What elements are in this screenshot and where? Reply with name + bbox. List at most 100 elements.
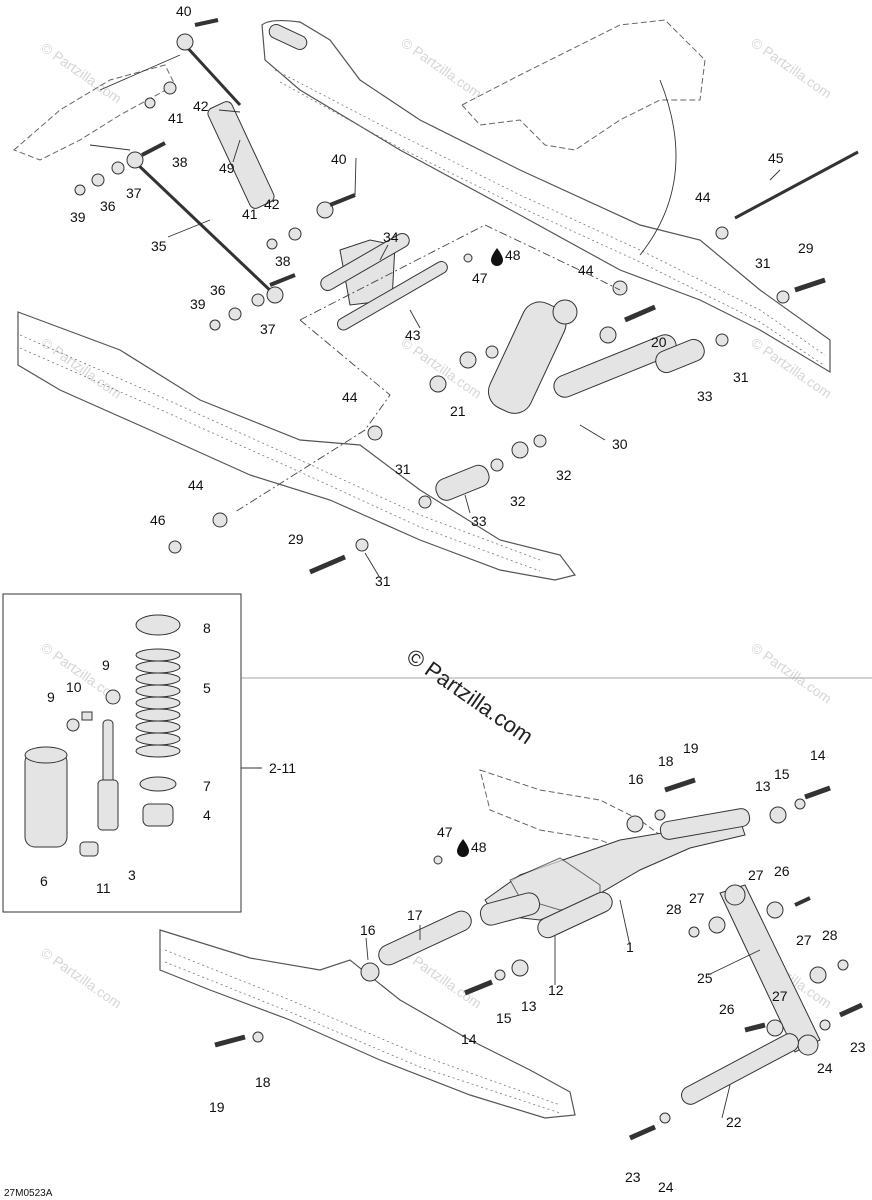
callout-46: 46 xyxy=(150,512,166,528)
callout-11: 11 xyxy=(96,880,111,896)
torque-rod-upper xyxy=(176,33,334,219)
callouts-inset: 8 9 9 10 5 2-11 7 4 6 11 3 xyxy=(40,620,296,896)
callout-37: 37 xyxy=(260,321,276,337)
callout-40: 40 xyxy=(331,151,347,167)
callout-41: 41 xyxy=(168,110,184,126)
callout-47: 47 xyxy=(437,824,453,840)
callout-29: 29 xyxy=(288,531,304,547)
callout-41: 41 xyxy=(242,206,258,222)
callout-32: 32 xyxy=(556,467,572,483)
callout-23: 23 xyxy=(850,1039,866,1055)
callout-9: 9 xyxy=(102,657,110,673)
callout-14: 14 xyxy=(810,747,826,763)
watermark: © Partzilla.com xyxy=(748,334,834,401)
callout-44: 44 xyxy=(188,477,204,493)
oil-drop-icon xyxy=(457,839,469,857)
callout-24: 24 xyxy=(817,1060,833,1076)
callout-21: 21 xyxy=(450,403,466,419)
callout-48: 48 xyxy=(505,247,521,263)
callout-17: 17 xyxy=(407,907,423,923)
callout-15: 15 xyxy=(774,766,790,782)
shaft-43 xyxy=(337,261,448,331)
watermark: © Partzilla.com xyxy=(38,39,124,106)
callout-49: 49 xyxy=(219,160,235,176)
callout-44: 44 xyxy=(695,189,711,205)
watermark-main: © Partzilla.com xyxy=(402,644,538,750)
callout-4: 4 xyxy=(203,807,211,823)
callout-30: 30 xyxy=(612,436,628,452)
callout-18: 18 xyxy=(658,753,674,769)
callout-31: 31 xyxy=(733,369,749,385)
callout-3: 3 xyxy=(128,867,136,883)
shaft-22 xyxy=(681,1033,799,1105)
callout-12: 12 xyxy=(548,982,564,998)
callout-15: 15 xyxy=(496,1010,512,1026)
front-arm-ghost-top xyxy=(461,19,706,151)
callout-33: 33 xyxy=(471,513,487,529)
right-rail-top xyxy=(261,19,831,374)
callout-43: 43 xyxy=(405,327,421,343)
callout-14: 14 xyxy=(461,1031,477,1047)
small-hardware-bottom xyxy=(214,777,864,1141)
callout-19: 19 xyxy=(683,740,699,756)
callout-36: 36 xyxy=(210,282,226,298)
callout-33: 33 xyxy=(697,388,713,404)
watermark: © Partzilla.com xyxy=(38,944,124,1011)
callout-24: 24 xyxy=(658,1179,674,1195)
small-hardware-top xyxy=(74,18,826,575)
callout-22: 22 xyxy=(726,1114,742,1130)
callout-20: 20 xyxy=(651,334,667,350)
callout-40: 40 xyxy=(176,3,192,19)
watermark: © Partzilla.com xyxy=(38,334,124,401)
callout-48: 48 xyxy=(471,839,487,855)
callout-39: 39 xyxy=(190,296,206,312)
callout-13: 13 xyxy=(755,778,771,794)
leader-arrow xyxy=(99,54,181,91)
callout-8: 8 xyxy=(203,620,211,636)
callout-19: 19 xyxy=(209,1099,225,1115)
front-swing-arm xyxy=(479,808,751,926)
callout-31: 31 xyxy=(755,255,771,271)
watermark: © Partzilla.com xyxy=(748,34,834,101)
callout-27: 27 xyxy=(748,867,764,883)
callout-27: 27 xyxy=(689,890,705,906)
watermark: © Partzilla.com xyxy=(398,34,484,101)
callout-26: 26 xyxy=(719,1001,735,1017)
watermark: © Partzilla.com xyxy=(748,639,834,706)
leader-arrow xyxy=(89,144,131,151)
shaft-30 xyxy=(553,334,677,398)
callout-10: 10 xyxy=(66,679,82,695)
callout-28: 28 xyxy=(666,901,682,917)
callout-37: 37 xyxy=(126,185,142,201)
callout-45: 45 xyxy=(768,150,784,166)
callout-47: 47 xyxy=(472,270,488,286)
oil-drop-icon xyxy=(491,248,503,266)
callout-18: 18 xyxy=(255,1074,271,1090)
assembly-line-a xyxy=(299,224,621,321)
callout-42: 42 xyxy=(264,196,280,212)
callout-9: 9 xyxy=(47,689,55,705)
callout-38: 38 xyxy=(275,253,291,269)
callout-13: 13 xyxy=(521,998,537,1014)
callout-29: 29 xyxy=(798,240,814,256)
callout-26: 26 xyxy=(774,863,790,879)
callout-1: 1 xyxy=(626,939,634,955)
callout-25: 25 xyxy=(697,970,713,986)
shaft-12 xyxy=(537,891,613,939)
diagram-code: 27M0523A xyxy=(4,1188,53,1199)
callout-27: 27 xyxy=(772,988,788,1004)
leader-lines xyxy=(167,109,781,1119)
callout-6: 6 xyxy=(40,873,48,889)
callout-23: 23 xyxy=(625,1169,641,1185)
reference-arrow xyxy=(639,79,677,256)
spacer-33-right xyxy=(655,338,705,374)
long-bolt-45 xyxy=(734,150,859,220)
callout-32: 32 xyxy=(510,493,526,509)
callout-39: 39 xyxy=(70,209,86,225)
shock-kit-inset-box xyxy=(2,593,242,913)
callout-5: 5 xyxy=(203,680,211,696)
callout-38: 38 xyxy=(172,154,188,170)
shaft-17 xyxy=(378,910,472,966)
inset-parts xyxy=(24,614,181,857)
